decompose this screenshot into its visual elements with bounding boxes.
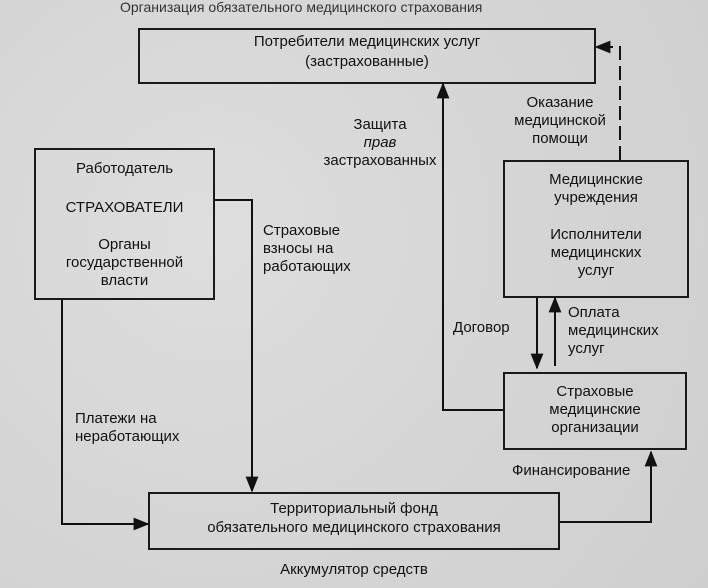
contributions-line-3: работающих	[263, 258, 351, 275]
consumers-line-1: Потребители медицинских услуг	[253, 33, 481, 50]
fund-box	[148, 492, 560, 550]
contributions-line-2: взносы на	[263, 240, 334, 257]
policyholders-label: СТРАХОВАТЕЛИ	[65, 199, 184, 216]
arrow-nonworking	[61, 300, 150, 531]
executors-line-1: Исполнители	[550, 226, 642, 243]
consumers-box	[138, 28, 596, 84]
executors-line-2: медицинских	[550, 244, 642, 261]
insurers-line-1: Страховые	[556, 383, 634, 400]
arrow-medical-help	[594, 40, 621, 160]
medical-help-line-1: Оказание	[526, 94, 594, 111]
nonworking-line-1: Платежи на	[75, 410, 157, 427]
protection-line-2: прав	[363, 134, 397, 151]
arrow-contributions	[215, 199, 259, 493]
authorities-line-3: власти	[100, 272, 149, 289]
accumulator-label: Аккумулятор средств	[280, 561, 428, 578]
payment-line-3: услуг	[568, 340, 605, 357]
payment-line-1: Оплата	[568, 304, 620, 321]
employer-label: Работодатель	[75, 160, 174, 177]
insurers-line-2: медицинские	[549, 401, 641, 418]
arrow-financing	[560, 450, 658, 523]
fund-line-1: Территориальный фонд	[270, 500, 438, 517]
nonworking-line-2: неработающих	[75, 428, 180, 445]
protection-line-1: Защита	[353, 116, 407, 133]
medical-institutions-box	[503, 160, 689, 298]
fund-line-2: обязательного медицинского страхования	[207, 519, 501, 536]
employer-box	[34, 148, 215, 300]
medical-help-line-2: медицинской	[514, 112, 606, 129]
medical-institutions-line-1: Медицинские	[549, 171, 643, 188]
insurers-line-3: организации	[551, 419, 639, 436]
authorities-line-1: Органы	[98, 236, 151, 253]
contract-label: Договор	[453, 319, 510, 336]
executors-line-3: услуг	[577, 262, 615, 279]
header-fragment: Организация обязательного медицинского с…	[120, 0, 483, 15]
payment-line-2: медицинских	[568, 322, 659, 339]
insurers-box	[503, 372, 687, 450]
medical-help-line-3: помощи	[532, 130, 588, 147]
authorities-line-2: государственной	[65, 254, 184, 271]
protection-line-3: застрахованных	[323, 152, 437, 169]
financing-label: Финансирование	[512, 462, 631, 479]
consumers-line-2: (застрахованные)	[305, 53, 429, 70]
arrow-protection	[436, 82, 503, 411]
medical-institutions-line-2: учреждения	[554, 189, 638, 206]
contributions-line-1: Страховые	[263, 222, 341, 239]
